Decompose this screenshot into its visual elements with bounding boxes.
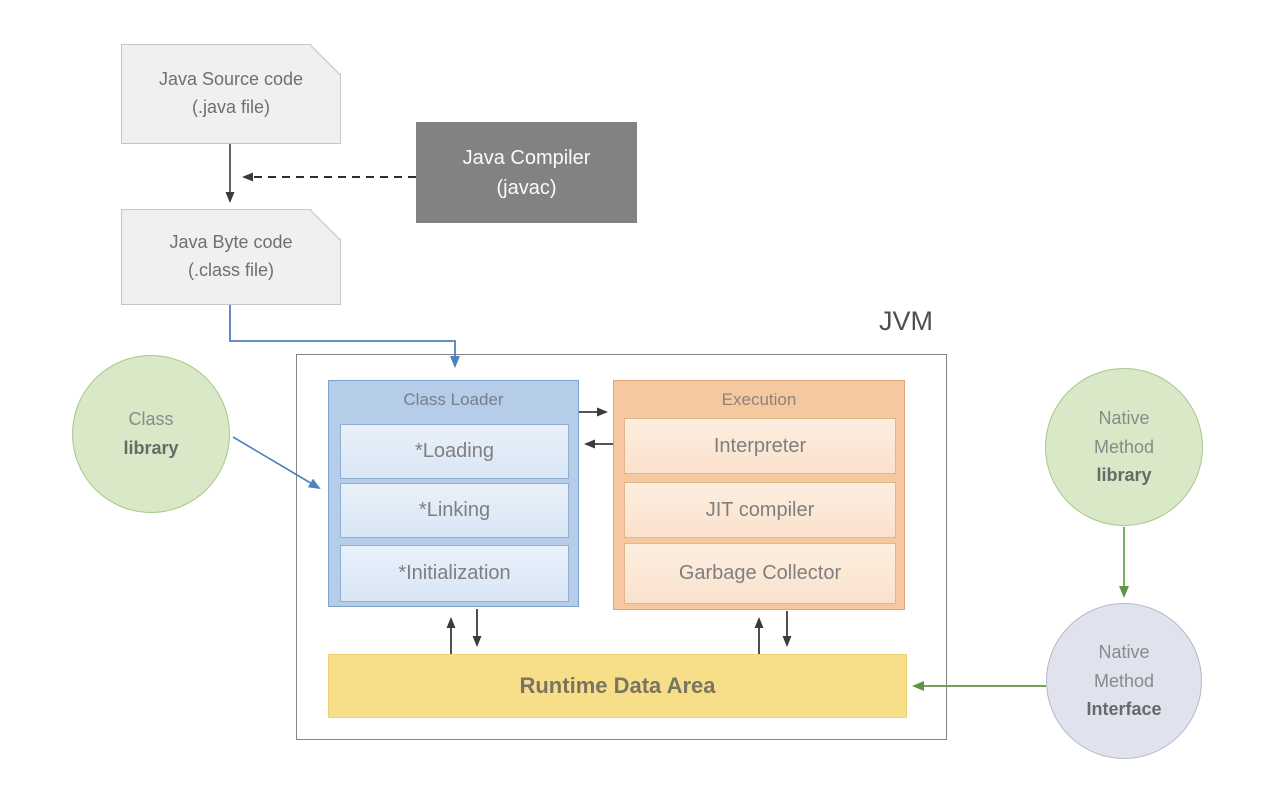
- native-method-library-circle: Native Method library: [1045, 368, 1203, 526]
- native-method-library-line3: library: [1096, 465, 1152, 486]
- runtime-data-area: Runtime Data Area: [328, 654, 907, 718]
- native-method-interface-line2: Method: [1093, 670, 1155, 691]
- java-compiler-node: Java Compiler (javac): [416, 122, 637, 223]
- class-loader-step-linking: *Linking: [340, 483, 569, 538]
- runtime-data-area-label: Runtime Data Area: [519, 673, 716, 698]
- native-method-interface-line3: Interface: [1086, 699, 1162, 720]
- class-loader-panel: Class Loader *Loading *Linking *Initiali…: [328, 380, 579, 607]
- execution-component-jit-compiler: JIT compiler: [624, 482, 896, 538]
- class-library-line2: library: [123, 438, 179, 458]
- execution-title: Execution: [721, 390, 797, 409]
- native-method-interface-line1: Native: [1098, 641, 1150, 662]
- class-loader-step-initialization: *Initialization: [340, 545, 569, 602]
- java-source-node: Java Source code (.java file): [121, 44, 341, 144]
- java-bytecode-node: Java Byte code (.class file): [121, 209, 341, 305]
- class-library-line1: Class: [128, 409, 174, 430]
- jvm-title: JVM: [879, 306, 933, 336]
- java-bytecode-label-line1: Java Byte code: [169, 232, 293, 253]
- class-loader-title: Class Loader: [403, 390, 504, 409]
- class-library-circle: Class library: [72, 355, 230, 513]
- java-source-label-line1: Java Source code: [158, 69, 304, 90]
- class-loader-step-loading: *Loading: [340, 424, 569, 479]
- java-compiler-label-line2: (javac): [496, 176, 557, 199]
- native-method-library-line2: Method: [1093, 436, 1155, 457]
- execution-component-garbage-collector: Garbage Collector: [624, 543, 896, 604]
- native-method-library-line1: Native: [1098, 407, 1150, 428]
- java-bytecode-label-line2: (.class file): [187, 260, 274, 280]
- java-compiler-label-line1: Java Compiler: [462, 146, 591, 169]
- java-source-label-line2: (.java file): [191, 97, 271, 117]
- native-method-interface-circle: Native Method Interface: [1046, 603, 1202, 759]
- execution-component-interpreter: Interpreter: [624, 418, 896, 474]
- execution-panel: Execution Interpreter JIT compiler Garba…: [613, 380, 905, 610]
